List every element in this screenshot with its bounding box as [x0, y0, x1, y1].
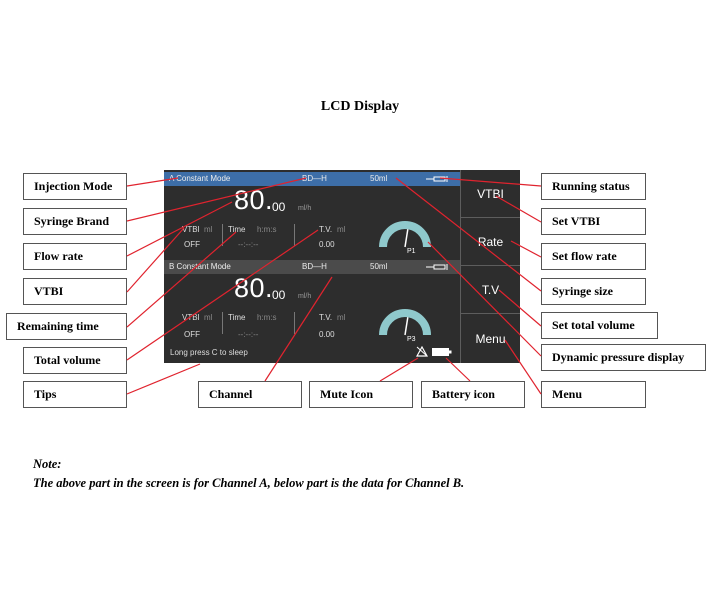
- channel-b-tv-label: T.V.: [319, 313, 333, 322]
- callout-tips: Tips: [23, 381, 127, 408]
- channel-b-vtbi-label: VTBI: [182, 313, 200, 322]
- channel-b-mode: B Constant Mode: [169, 262, 231, 271]
- channel-a-pressure-label: P1: [407, 248, 416, 255]
- channel-b-tv-unit: ml: [337, 313, 346, 322]
- leader-tips: [126, 363, 201, 395]
- rate-button[interactable]: Rate: [460, 218, 520, 266]
- channel-a-rate-decimal: 00: [272, 200, 286, 214]
- channel-a-vtbi-unit: ml: [204, 225, 213, 234]
- divider: [294, 312, 295, 334]
- running-status-icon: [426, 176, 448, 182]
- channel-b-time-value: --:--:--: [238, 330, 259, 339]
- callout-set-total-volume: Set total volume: [541, 312, 658, 339]
- callout-remaining-time: Remaining time: [6, 313, 127, 340]
- diagram-title: LCD Display: [320, 99, 400, 114]
- callout-flow-rate: Flow rate: [23, 243, 127, 270]
- channel-b-rate-value: 80.: [234, 273, 274, 303]
- vtbi-button[interactable]: VTBI: [460, 170, 520, 218]
- callout-battery-icon: Battery icon: [421, 381, 525, 408]
- channel-a-rate-unit: ml/h: [298, 205, 312, 212]
- lcd-screen: A Constant Mode BD—H 50ml 80. 00 ml/h VT…: [164, 170, 520, 363]
- tip-text: Long press C to sleep: [170, 348, 248, 357]
- callout-syringe-size: Syringe size: [541, 278, 646, 305]
- channel-a-time-value: --:--:--: [238, 240, 259, 249]
- channel-b-brand: BD—H: [302, 262, 327, 271]
- channel-a-tv-value: 0.00: [319, 240, 335, 249]
- callout-syringe-brand: Syringe Brand: [23, 208, 127, 235]
- battery-icon: [432, 348, 452, 356]
- divider: [294, 224, 295, 246]
- note-text: The above part in the screen is for Chan…: [33, 476, 465, 490]
- menu-button[interactable]: Menu: [460, 314, 520, 363]
- callout-running-status: Running status: [541, 173, 646, 200]
- callout-total-volume: Total volume: [23, 347, 127, 374]
- channel-b-pressure-gauge: [379, 309, 431, 336]
- channel-b-tv-value: 0.00: [319, 330, 335, 339]
- tv-button[interactable]: T.V: [460, 266, 520, 314]
- callout-set-vtbi: Set VTBI: [541, 208, 646, 235]
- channel-a-header: A Constant Mode BD—H 50ml: [164, 172, 460, 186]
- callout-channel: Channel: [198, 381, 302, 408]
- channel-a-time-unit: h:m:s: [257, 225, 277, 234]
- channel-a-vtbi-value: OFF: [184, 240, 200, 249]
- channel-b-size: 50ml: [370, 262, 388, 271]
- callout-injection-mode: Injection Mode: [23, 173, 127, 200]
- callout-menu: Menu: [541, 381, 646, 408]
- callout-mute-icon: Mute Icon: [309, 381, 413, 408]
- channel-a-mode: A Constant Mode: [169, 174, 231, 183]
- divider: [222, 312, 223, 334]
- channel-a-vtbi-label: VTBI: [182, 225, 200, 234]
- channel-a-size: 50ml: [370, 174, 388, 183]
- channel-b-vtbi-value: OFF: [184, 330, 200, 339]
- channel-b-pressure-label: P3: [407, 336, 416, 343]
- channel-b-time-label: Time: [228, 313, 246, 322]
- channel-a-brand: BD—H: [302, 174, 327, 183]
- callout-set-flow-rate: Set flow rate: [541, 243, 646, 270]
- channel-a-time-label: Time: [228, 225, 246, 234]
- divider: [222, 224, 223, 246]
- channel-a-rate-value: 80.: [234, 185, 274, 215]
- channel-b-vtbi-unit: ml: [204, 313, 213, 322]
- note-heading: Note:: [33, 457, 62, 471]
- channel-b-rate-decimal: 00: [272, 288, 286, 302]
- channel-a-pressure-gauge: [379, 221, 431, 248]
- channel-a-tv-unit: ml: [337, 225, 346, 234]
- callout-vtbi: VTBI: [23, 278, 127, 305]
- callout-dynamic-pressure: Dynamic pressure display: [541, 344, 706, 371]
- channel-b-header: B Constant Mode BD—H 50ml: [164, 260, 460, 274]
- mute-icon: [416, 346, 428, 357]
- channel-b-rate-unit: ml/h: [298, 293, 312, 300]
- channel-b-time-unit: h:m:s: [257, 313, 277, 322]
- channel-a-tv-label: T.V.: [319, 225, 333, 234]
- channel-b-running-status-icon: [426, 264, 448, 270]
